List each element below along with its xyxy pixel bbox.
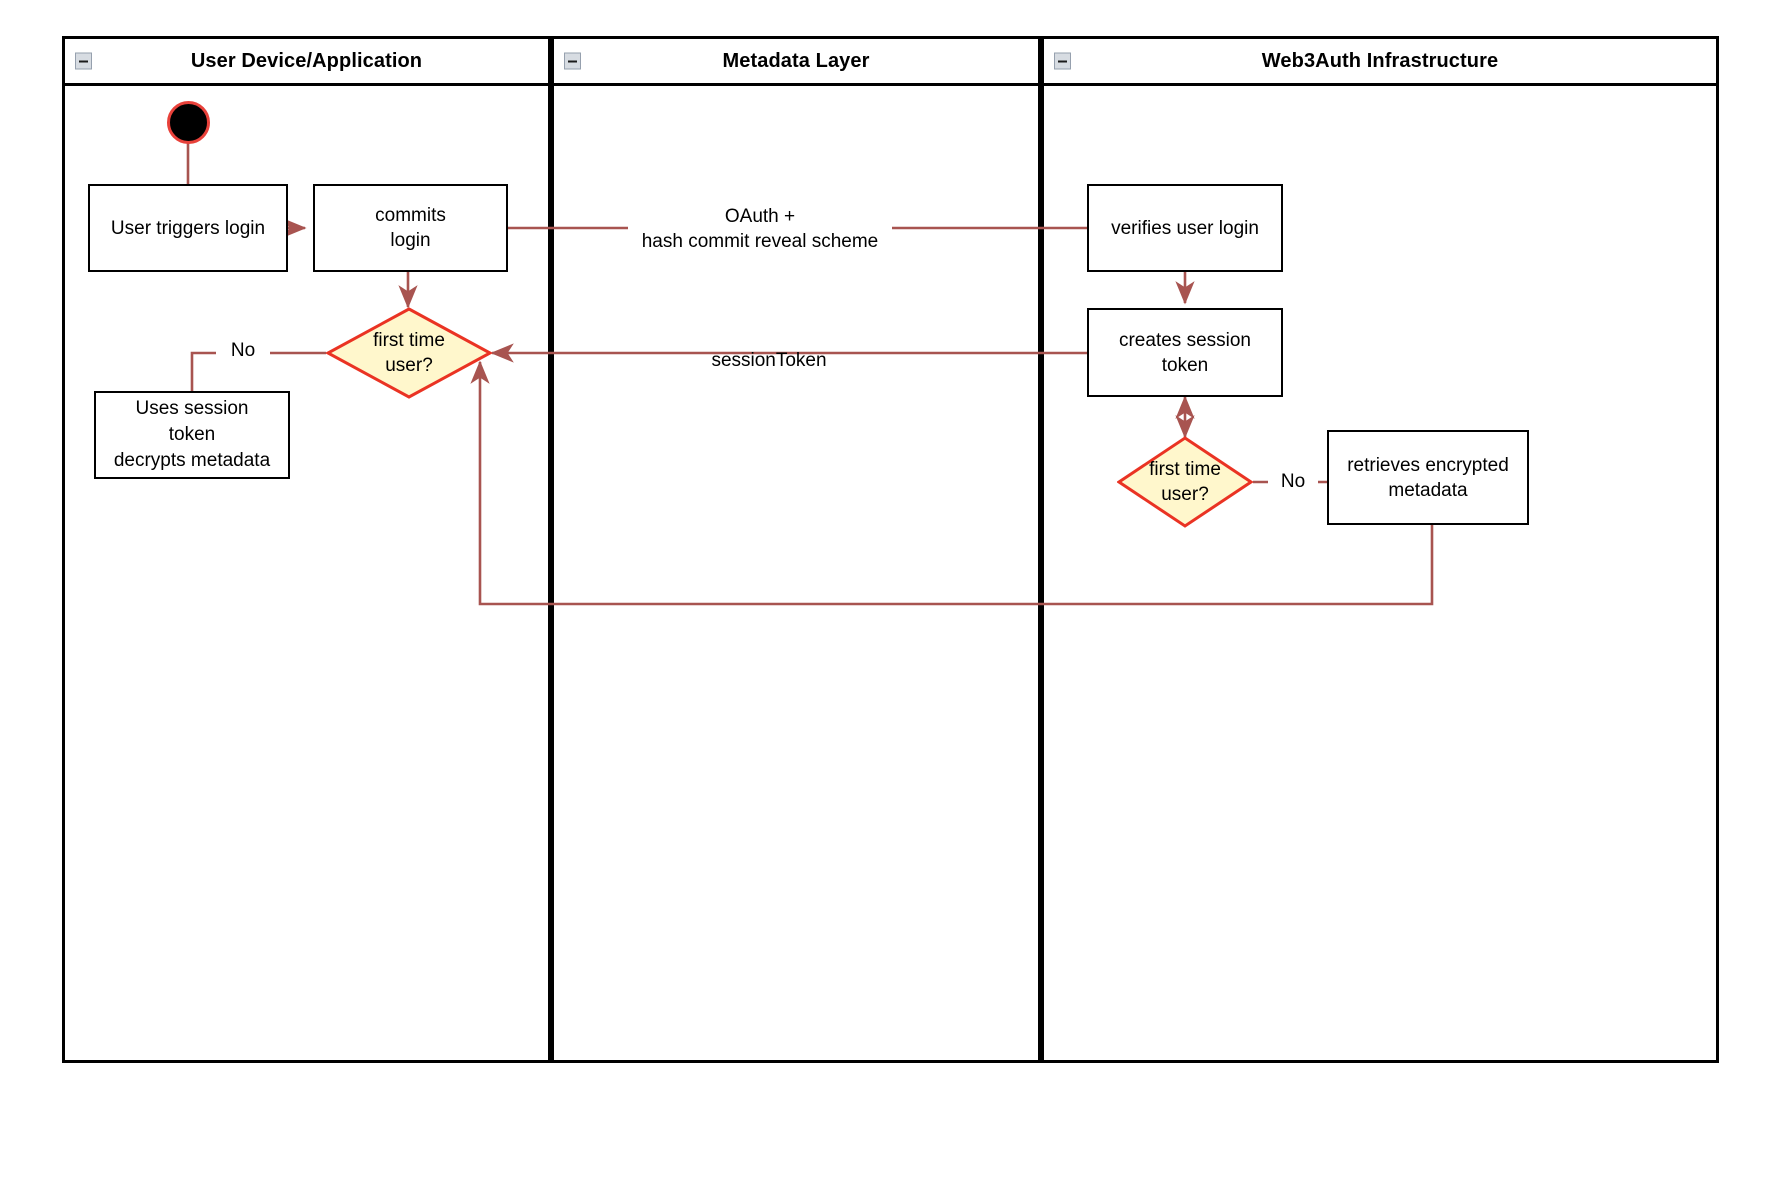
collapse-minus-icon[interactable] <box>1054 52 1071 70</box>
swimlane-title-user-device: User Device/Application <box>190 49 423 72</box>
edge-label-oauth-hash-commit: OAuth + hash commit reveal scheme <box>628 204 892 254</box>
activity-retrieves-encrypted-metadata[interactable]: retrieves encrypted metadata <box>1327 430 1529 525</box>
activity-creates-session-token[interactable]: creates session token <box>1087 308 1283 397</box>
decision-first-time-user-left[interactable]: first time user? <box>326 307 492 399</box>
activity-label: creates session token <box>1118 329 1251 376</box>
swimlane-header-web3auth-infrastructure: Web3Auth Infrastructure <box>1044 39 1716 86</box>
decision-first-time-user-right[interactable]: first time user? <box>1117 436 1253 528</box>
swimlane-header-metadata-layer: Metadata Layer <box>554 39 1038 86</box>
collapse-minus-icon[interactable] <box>564 52 581 70</box>
activity-label: verifies user login <box>1111 217 1259 239</box>
activity-label: User triggers login <box>110 217 266 239</box>
activity-uses-session-token-decrypts-metadata[interactable]: Uses session token decrypts metadata <box>94 391 290 479</box>
edge-label-no-right: No <box>1268 469 1318 494</box>
activity-label: commits login <box>375 205 446 251</box>
collapse-minus-icon[interactable] <box>75 52 92 70</box>
swimlane-title-web3auth-infrastructure: Web3Auth Infrastructure <box>1261 49 1499 72</box>
edge-label-session-token: sessionToken <box>711 350 827 371</box>
activity-label: retrieves encrypted metadata <box>1347 454 1509 501</box>
swimlane-header-user-device: User Device/Application <box>65 39 548 86</box>
swimlane-title-metadata-layer: Metadata Layer <box>722 49 870 72</box>
activity-user-triggers-login[interactable]: User triggers login <box>88 184 288 272</box>
edge-label-no-left: No <box>216 338 270 363</box>
swimlane-metadata-layer[interactable]: Metadata Layer <box>551 36 1041 1063</box>
start-node[interactable] <box>167 101 210 144</box>
activity-verifies-user-login[interactable]: verifies user login <box>1087 184 1283 272</box>
activity-commits-login[interactable]: commits login <box>313 184 508 272</box>
activity-label: Uses session token decrypts metadata <box>113 398 271 471</box>
